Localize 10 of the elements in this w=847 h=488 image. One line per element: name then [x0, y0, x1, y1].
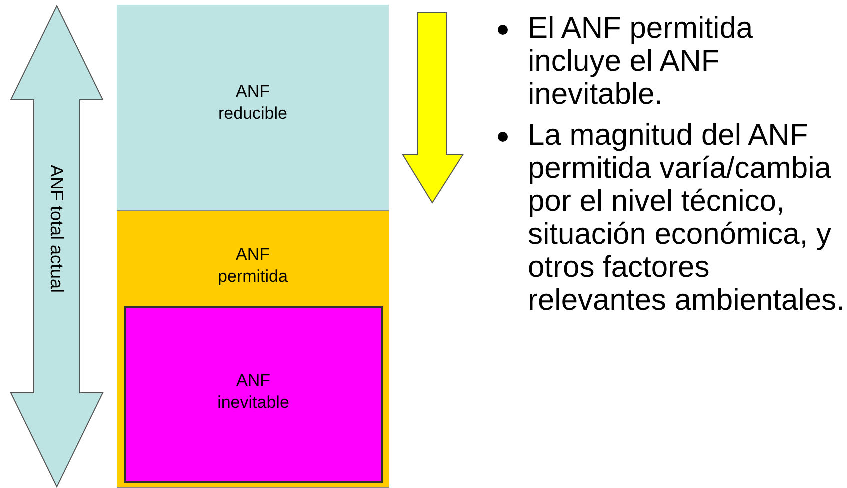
- stacked-block: [117, 211, 389, 488]
- double-arrow-shape: [10, 5, 104, 488]
- block-label: ANF reducible: [218, 81, 288, 125]
- block-label: ANF inevitable: [216, 370, 290, 414]
- stacked-block: [117, 5, 389, 211]
- bullet-text: El ANF permitida incluye el ANF inevitable.: [528, 12, 754, 111]
- inner-block: [124, 306, 383, 483]
- vertical-label: ANF total actual: [46, 165, 68, 294]
- block-label: ANF permitida: [217, 244, 289, 288]
- bullet-text: La magnitud del ANF permitida varía/cambia por el nivel técnico, situación económica, y otros factores relevantes ambientales.: [528, 119, 845, 317]
